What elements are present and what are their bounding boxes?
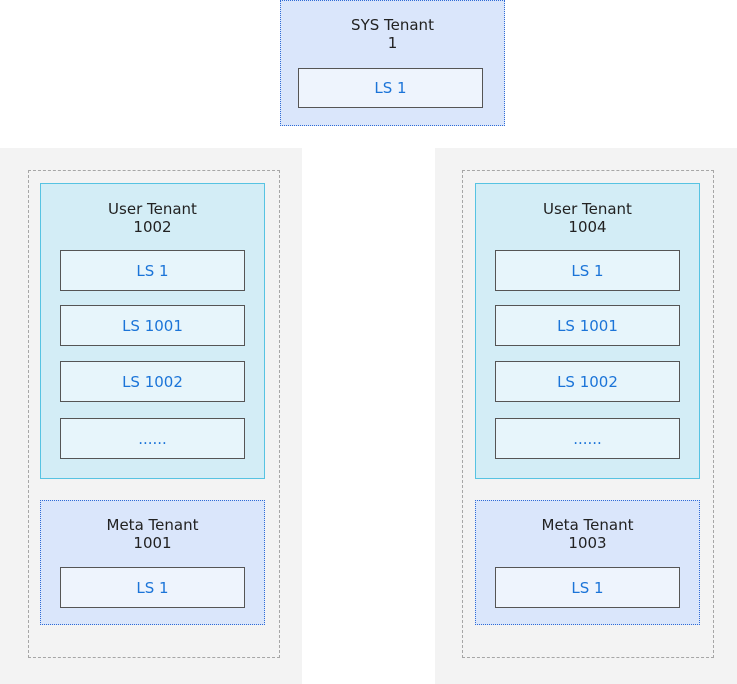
left-user-ls-1002: LS 1002 (60, 361, 245, 402)
sys-tenant-name: SYS Tenant (351, 16, 434, 34)
right-meta-ls-1: LS 1 (495, 567, 680, 608)
left-meta-tenant-id: 1001 (133, 534, 172, 552)
right-user-ls-1002: LS 1002 (495, 361, 680, 402)
right-meta-tenant-id: 1003 (568, 534, 607, 552)
right-user-ls-more: ...... (495, 418, 680, 459)
left-user-tenant: User Tenant 1002 LS 1 LS 1001 LS 1002 ..… (40, 183, 265, 479)
right-user-tenant-name: User Tenant (543, 200, 632, 218)
left-user-ls-1: LS 1 (60, 250, 245, 291)
sys-tenant: SYS Tenant 1 LS 1 (280, 0, 505, 126)
right-meta-tenant: Meta Tenant 1003 LS 1 (475, 500, 700, 625)
left-meta-tenant-name: Meta Tenant (106, 516, 199, 534)
right-user-ls-1: LS 1 (495, 250, 680, 291)
right-unit-boundary (462, 170, 714, 658)
right-user-tenant: User Tenant 1004 LS 1 LS 1001 LS 1002 ..… (475, 183, 700, 479)
left-user-ls-more: ...... (60, 418, 245, 459)
left-meta-ls-1: LS 1 (60, 567, 245, 608)
left-unit-boundary (28, 170, 280, 658)
left-user-ls-1001: LS 1001 (60, 305, 245, 346)
left-user-tenant-id: 1002 (133, 218, 172, 236)
right-meta-tenant-name: Meta Tenant (541, 516, 634, 534)
sys-ls-1: LS 1 (298, 68, 483, 108)
left-meta-tenant: Meta Tenant 1001 LS 1 (40, 500, 265, 625)
right-user-ls-1001: LS 1001 (495, 305, 680, 346)
right-user-tenant-id: 1004 (568, 218, 607, 236)
left-user-tenant-name: User Tenant (108, 200, 197, 218)
sys-tenant-id: 1 (387, 34, 398, 52)
